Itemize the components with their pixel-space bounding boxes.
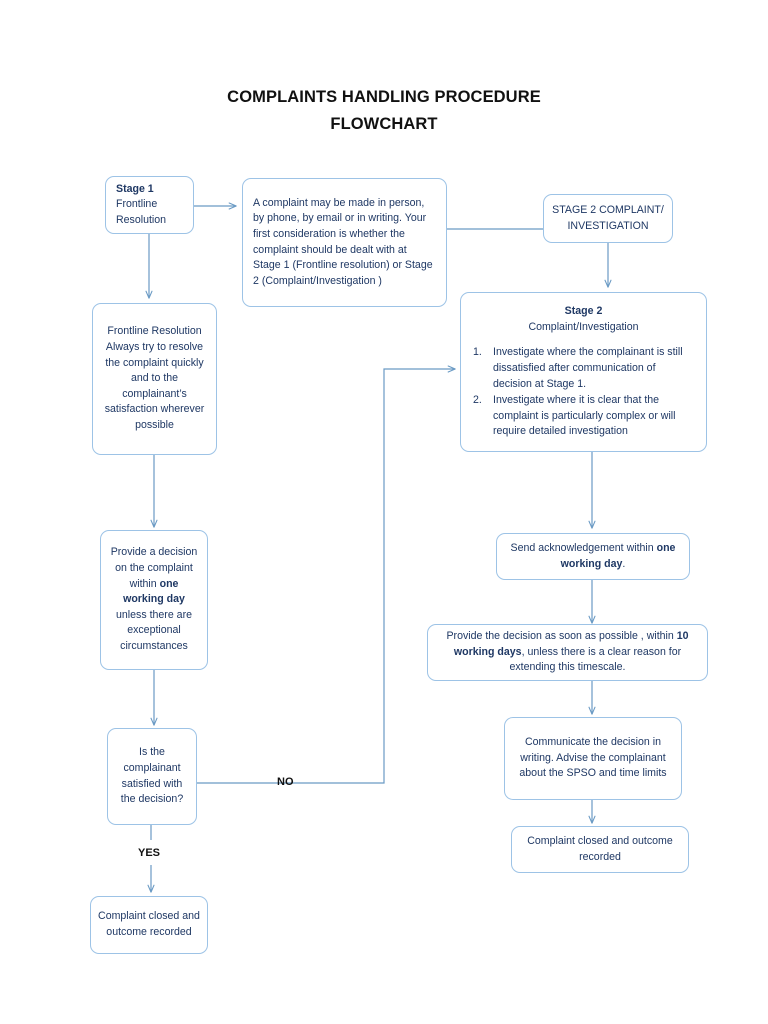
send-acknowledgement-text-after: . xyxy=(622,557,626,570)
list-item: 2. Investigate where it is clear that th… xyxy=(473,393,694,440)
stage-1-line-2: Frontline xyxy=(116,198,158,211)
page-title: COMPLAINTS HANDLING PROCEDURE FLOWCHART xyxy=(0,84,768,138)
provide-decision-stage-2-text-before: Provide the decision as soon as possible… xyxy=(446,630,677,643)
stage-2-detail-heading: Stage 2 xyxy=(564,305,603,318)
page-title-line-2: FLOWCHART xyxy=(330,115,438,133)
provide-decision-stage-2-text: Provide the decision as soon as possible… xyxy=(440,629,695,676)
list-item-text: Investigate where it is clear that the c… xyxy=(493,394,676,438)
list-item: 1. Investigate where the complainant is … xyxy=(473,345,694,392)
stage-2-detail-headings: Stage 2 Complaint/Investigation xyxy=(473,304,694,335)
node-provide-decision-stage-1[interactable]: Provide a decision on the complaint with… xyxy=(100,530,208,670)
list-item-number: 1. xyxy=(473,346,482,359)
send-acknowledgement-bold: one working day xyxy=(560,541,676,570)
list-item-number: 2. xyxy=(473,394,482,407)
node-stage-2-header[interactable]: STAGE 2 COMPLAINT/ INVESTIGATION xyxy=(543,194,673,243)
communicate-decision-text: Communicate the decision in writing. Adv… xyxy=(519,736,667,780)
provide-decision-stage-2-bold: 10 working days xyxy=(453,630,689,658)
complaint-closed-left-text: Complaint closed and outcome recorded xyxy=(98,910,200,938)
edge-label-no: NO xyxy=(277,776,294,788)
frontline-resolution-text: Frontline Resolution Always try to resol… xyxy=(104,325,205,431)
node-send-acknowledgement[interactable]: Send acknowledgement within one working … xyxy=(496,533,690,580)
stage-2-header-line-2: INVESTIGATION xyxy=(567,219,649,232)
node-decision-question[interactable]: Is the complainant satisfied with the de… xyxy=(107,728,197,825)
provide-decision-stage-1-text-after: unless there are exceptional circumstanc… xyxy=(116,608,192,652)
send-acknowledgement-text: Send acknowledgement within one working … xyxy=(504,541,682,572)
edge-label-yes: YES xyxy=(138,847,161,859)
stage-2-detail-list: 1. Investigate where the complainant is … xyxy=(473,344,694,440)
node-frontline-resolution[interactable]: Frontline Resolution Always try to resol… xyxy=(92,303,217,455)
complaint-closed-right-text: Complaint closed and outcome recorded xyxy=(527,834,673,863)
stage-1-heading: Stage 1 xyxy=(116,182,154,195)
node-complaint-intake[interactable]: A complaint may be made in person, by ph… xyxy=(242,178,447,307)
provide-decision-stage-1-text: Provide a decision on the complaint with… xyxy=(108,545,200,654)
page-title-line-1: COMPLAINTS HANDLING PROCEDURE xyxy=(227,88,541,106)
provide-decision-stage-1-text-before: Provide a decision on the complaint with… xyxy=(110,546,198,590)
complaint-intake-text: A complaint may be made in person, by ph… xyxy=(253,196,433,287)
node-provide-decision-stage-2[interactable]: Provide the decision as soon as possible… xyxy=(427,624,708,681)
node-stage-2-detail[interactable]: Stage 2 Complaint/Investigation 1. Inves… xyxy=(460,292,707,452)
list-item-text: Investigate where the complainant is sti… xyxy=(493,346,683,390)
edge-question-no-to-stage2 xyxy=(197,369,455,784)
decision-question-text: Is the complainant satisfied with the de… xyxy=(120,746,184,806)
provide-decision-stage-2-text-after: , unless there is a clear reason for ext… xyxy=(509,645,682,674)
node-complaint-closed-left[interactable]: Complaint closed and outcome recorded xyxy=(90,896,208,954)
stage-2-detail-subheading: Complaint/Investigation xyxy=(528,320,639,333)
node-complaint-closed-right[interactable]: Complaint closed and outcome recorded xyxy=(511,826,689,873)
provide-decision-stage-1-bold: one working day xyxy=(123,577,185,606)
node-stage-1[interactable]: Stage 1 Frontline Resolution xyxy=(105,176,194,234)
node-communicate-decision[interactable]: Communicate the decision in writing. Adv… xyxy=(504,717,682,800)
send-acknowledgement-text-before: Send acknowledgement within xyxy=(510,541,657,554)
stage-1-line-3: Resolution xyxy=(116,213,167,226)
stage-2-header-line-1: STAGE 2 COMPLAINT/ xyxy=(552,203,664,216)
